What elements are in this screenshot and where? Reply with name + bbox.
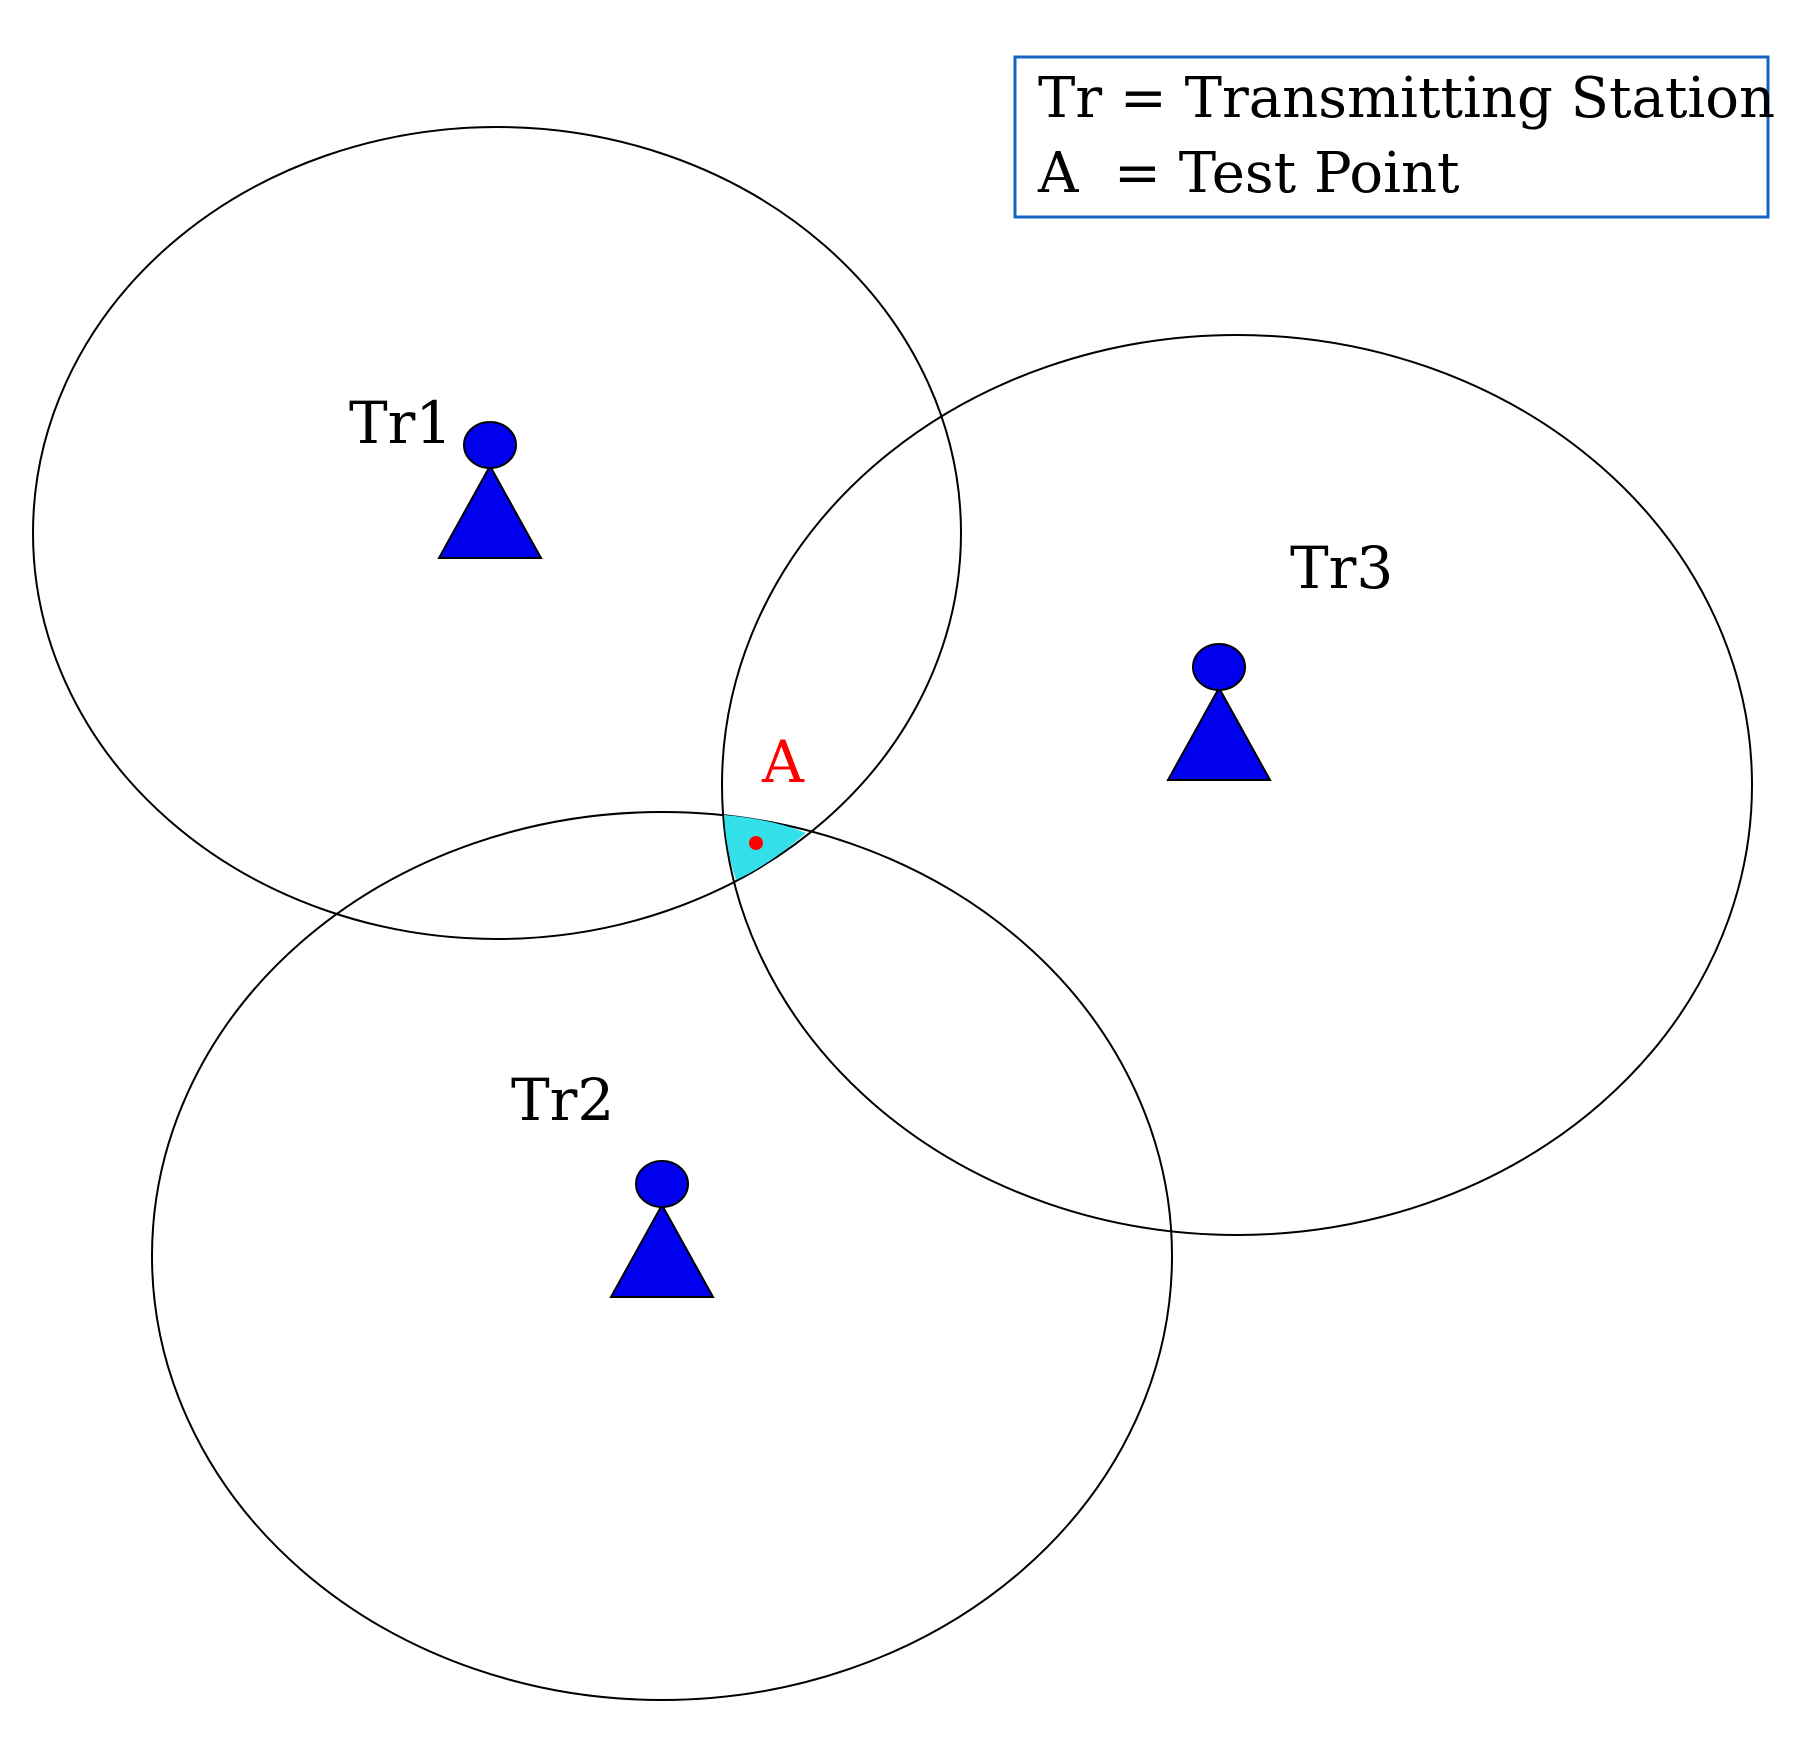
station-label-tr3: Tr3 xyxy=(1290,534,1393,602)
station-tr1: Tr1 xyxy=(349,389,543,559)
station-label-tr1: Tr1 xyxy=(349,389,452,457)
legend-border xyxy=(1013,55,1770,219)
legend-line-station: Tr = Transmitting Station xyxy=(1038,66,1775,131)
legend-line-test-point: A = Test Point xyxy=(1037,141,1460,206)
coverage-circle-tr2 xyxy=(151,811,1173,1701)
overlap-region xyxy=(724,815,806,880)
transmitter-icon xyxy=(1166,685,1272,781)
station-tr3: Tr3 xyxy=(1166,534,1393,781)
station-label-tr2: Tr2 xyxy=(511,1066,614,1134)
station-tr2: Tr2 xyxy=(511,1066,715,1298)
legend-box: Tr = Transmitting Station A = Test Point xyxy=(1013,55,1775,219)
coverage-circle-tr3 xyxy=(721,334,1753,1236)
test-point-label: A xyxy=(761,728,805,796)
transmitter-icon xyxy=(609,1202,715,1298)
transmitter-head-icon xyxy=(635,1160,689,1208)
transmitter-head-icon xyxy=(463,421,517,469)
coverage-circle-tr1 xyxy=(32,126,962,940)
test-point-marker xyxy=(749,836,763,850)
transmitter-head-icon xyxy=(1192,643,1246,691)
transmitter-icon xyxy=(437,463,543,559)
